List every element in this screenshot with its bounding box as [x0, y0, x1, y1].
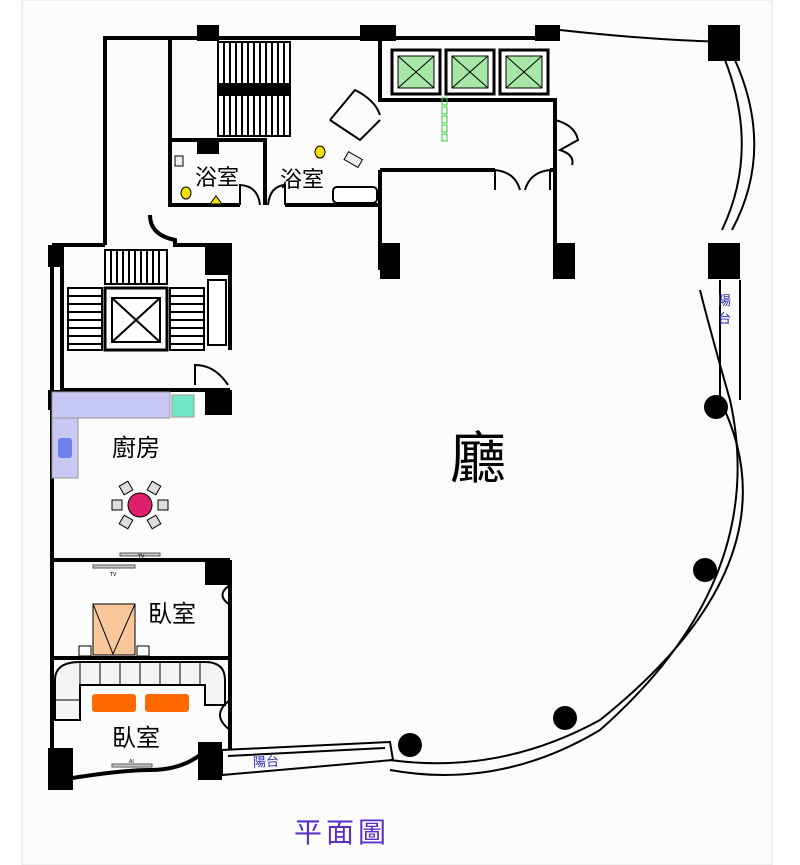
- room-label-kitchen: 廚房: [112, 434, 160, 462]
- balcony-label-bottom: 陽台: [253, 755, 280, 771]
- page-frame: [21, 0, 773, 865]
- room-label-hall: 廳: [450, 427, 506, 492]
- plan-title: 平面圖: [294, 816, 390, 849]
- structural-columns: [48, 25, 740, 790]
- room-label-bath1: 浴室: [195, 166, 239, 191]
- room-label-bedroom1: 臥室: [148, 600, 196, 628]
- tv-label-2: TV: [109, 572, 117, 578]
- room-label-bedroom2: 臥室: [112, 724, 160, 752]
- doors: [194, 88, 580, 731]
- bath-fixtures: [174, 145, 378, 205]
- elevators: [390, 48, 550, 142]
- bedroom1-fixtures: [78, 552, 161, 657]
- top-stairs: [217, 41, 291, 137]
- balcony-label-right: 陽台: [718, 294, 731, 327]
- stair-core: [67, 249, 227, 352]
- tv-label-1: TV: [137, 554, 145, 560]
- round-columns: [398, 395, 728, 757]
- bedroom2-fixtures: [54, 661, 226, 768]
- kitchen-fixtures: [51, 391, 195, 530]
- room-label-bath2: 浴室: [280, 168, 324, 193]
- outer-walls: [50, 29, 756, 790]
- ac-label: AI: [129, 759, 134, 765]
